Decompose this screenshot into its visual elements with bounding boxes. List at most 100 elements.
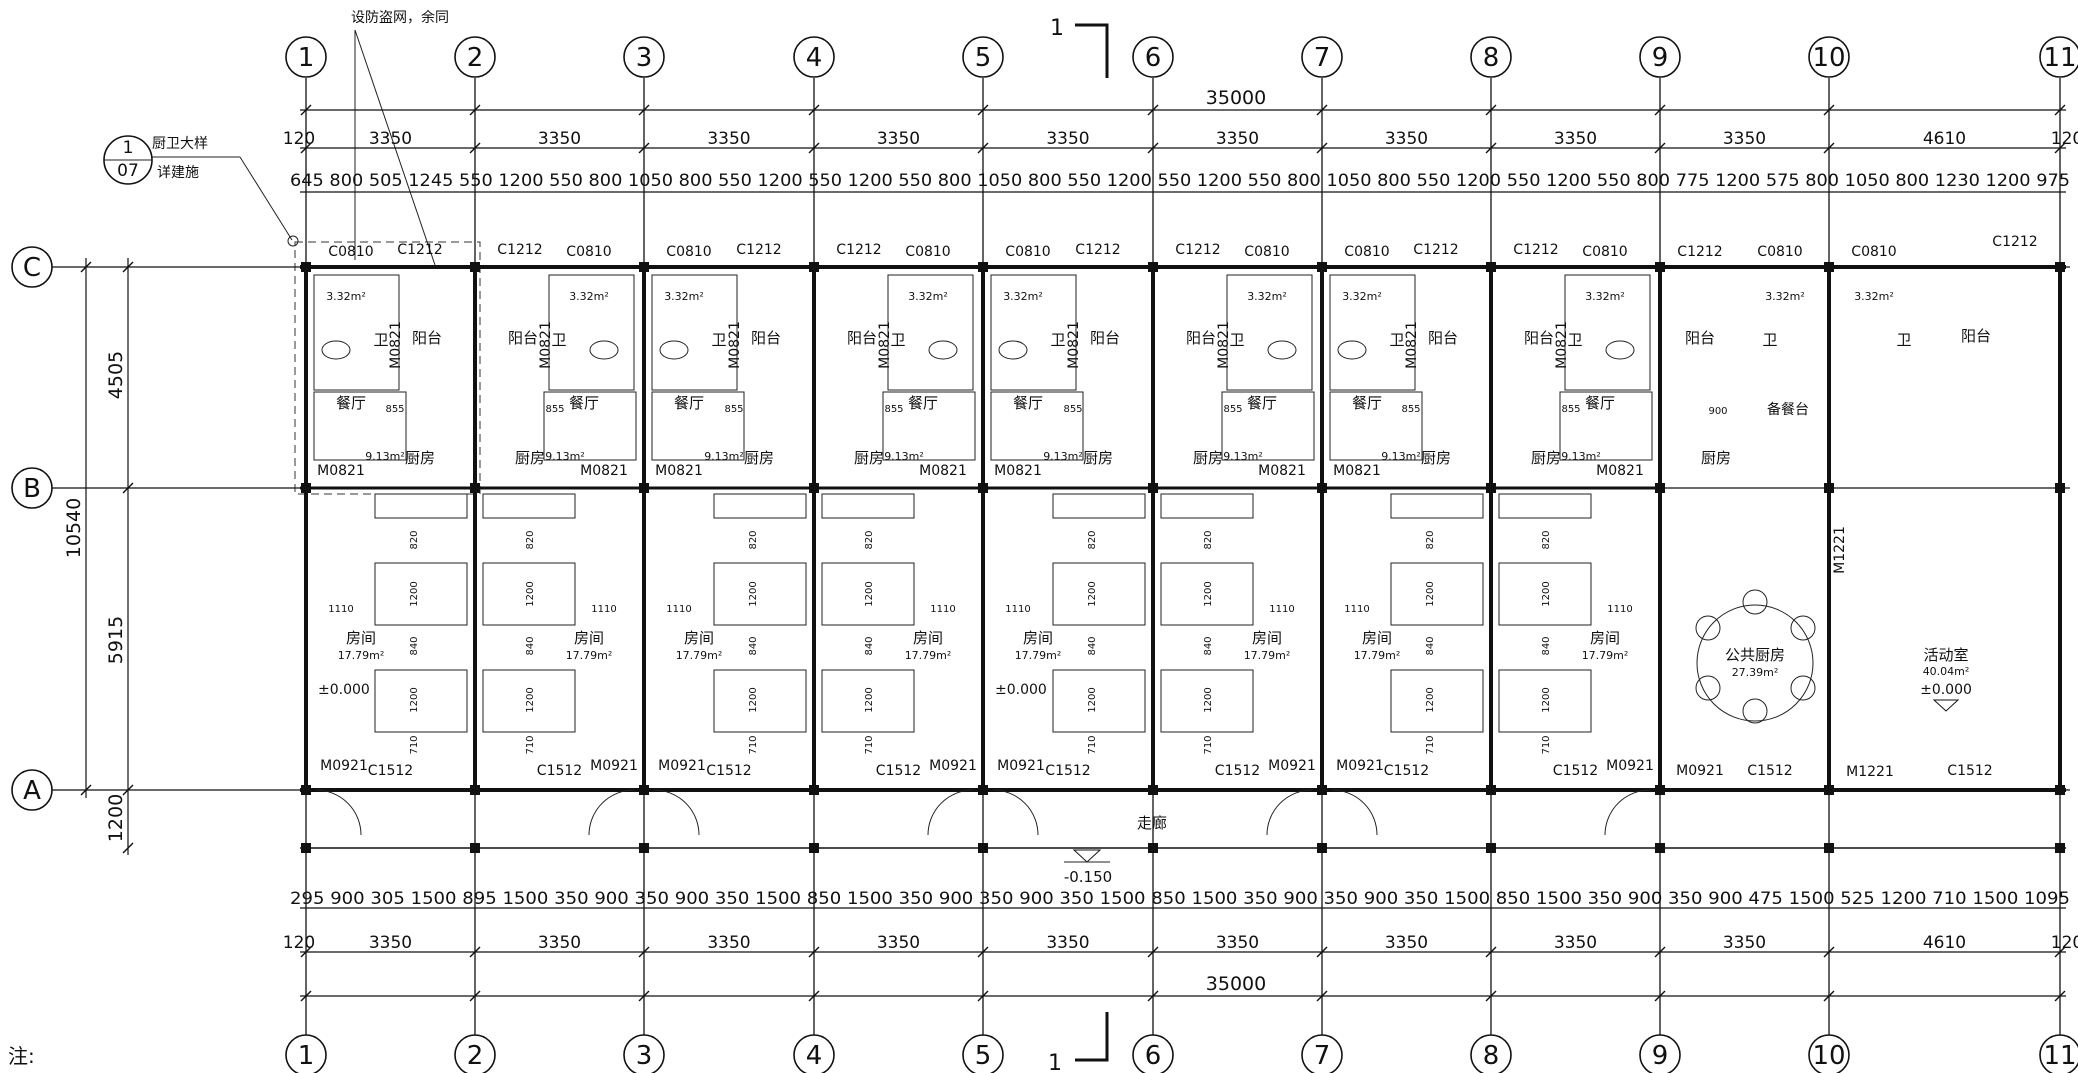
toilet-box-3 [887, 274, 974, 391]
dim-1200b-1: 1200 [525, 687, 536, 712]
dim-tick-total-b-5 [1147, 990, 1159, 1002]
activity-balcony-label: 阳台 [1961, 327, 1991, 345]
door-m0921-5: M0921 [1268, 758, 1316, 774]
bed-2-6 [1390, 669, 1484, 733]
dining-box-3 [882, 391, 976, 461]
dim-tick-total-b-3 [808, 990, 820, 1002]
door-arc-0 [315, 789, 362, 836]
dim-840-6: 840 [1425, 636, 1436, 655]
toilet-area-7: 3.32m² [1585, 290, 1625, 303]
kitchen-label-3: 厨房 [854, 449, 884, 467]
balcony-label-4: 阳台 [1090, 329, 1120, 347]
dim-bay-top-4: 3350 [877, 129, 920, 149]
kitchen-label-7: 厨房 [1531, 449, 1561, 467]
dim-tick-bay-7 [1485, 142, 1497, 154]
column-4-0 [978, 262, 988, 272]
toilet-box-6 [1329, 274, 1416, 391]
dim-855-6: 855 [1401, 404, 1420, 415]
section-mark-top: 1 [1050, 16, 1109, 78]
dim-tick-total-b-10 [2054, 990, 2066, 1002]
toilet-area-8: 3.32m² [1765, 290, 1805, 303]
toilet-area-4: 3.32m² [1003, 290, 1043, 303]
axis-label-bottom-10: 10 [1812, 1041, 1845, 1071]
toilet-area-3: 3.32m² [908, 290, 948, 303]
room-label-4: 房间 [1023, 629, 1053, 647]
public-kitchen-sink-label: 厨房 [1701, 449, 1731, 467]
column-10-3 [2055, 843, 2065, 853]
axis-circle-top-5 [962, 36, 1004, 78]
dim-tick-bay-9 [1823, 142, 1835, 154]
window-c0810-5: C0810 [1244, 244, 1289, 260]
toilet-area-0: 3.32m² [326, 290, 366, 303]
toilet-area-6: 3.32m² [1342, 290, 1382, 303]
door-m0921-2: M0921 [658, 758, 706, 774]
dim-855-2: 855 [724, 404, 743, 415]
dim-710-6: 710 [1425, 735, 1436, 754]
room-area-4: 17.79m² [1015, 649, 1062, 662]
toilet-area-1: 3.32m² [569, 290, 609, 303]
window-c1212-7: C1212 [1513, 242, 1558, 258]
axis-label-top-6: 6 [1145, 43, 1162, 73]
dim-bay-top-6: 3350 [1216, 129, 1259, 149]
dim-tick-bay-6 [1316, 142, 1328, 154]
balcony-label-7: 阳台 [1524, 329, 1554, 347]
dining-label-0: 餐厅 [336, 394, 366, 412]
window-c0810-2: C0810 [666, 244, 711, 260]
room-label-1: 房间 [574, 629, 604, 647]
dim-bay-top-5: 3350 [1046, 129, 1089, 149]
column-9-3 [1824, 843, 1834, 853]
door-m0921-0: M0921 [320, 758, 368, 774]
window-c0810-6: C0810 [1344, 244, 1389, 260]
dim-tick-bay-b-2 [638, 946, 650, 958]
dim-1200a-2: 1200 [748, 581, 759, 606]
bed-1-4 [1052, 562, 1146, 626]
dim-tick-bay-b-7 [1485, 946, 1497, 958]
dim-tick-bay-b-6 [1316, 946, 1328, 958]
column-2-2 [639, 785, 649, 795]
axis-circle-bottom-3 [623, 1034, 665, 1073]
axis-circle-C [11, 246, 53, 288]
dining-label-5: 餐厅 [1247, 394, 1277, 412]
dim-1200a-4: 1200 [1087, 581, 1098, 606]
dim-tick-bay-b-10 [2054, 946, 2066, 958]
door-m0821-v-2: M0821 [727, 321, 743, 369]
window-c1212-2: C1212 [736, 242, 781, 258]
wardrobe-1 [482, 493, 576, 519]
axis-circle-top-6 [1132, 36, 1174, 78]
dim-tick-total-5 [1147, 104, 1159, 116]
column-6-3 [1317, 843, 1327, 853]
balcony-label-1: 阳台 [508, 329, 538, 347]
dim-820-0: 820 [409, 530, 420, 549]
column-8-0 [1655, 262, 1665, 272]
toilet-fixture-7 [1605, 340, 1635, 360]
toilet-label-1: 卫 [551, 331, 566, 349]
axis-label-top-11: 11 [2043, 43, 2076, 73]
axis-label-top-2: 2 [467, 43, 484, 73]
column-1-0 [470, 262, 480, 272]
dim-tick-total-b-2 [638, 990, 650, 1002]
dim-1110-2: 1110 [666, 604, 691, 615]
dim-tick-bay-2 [638, 142, 650, 154]
dim-tick-total-4 [977, 104, 989, 116]
dim-detail-bottom-text: 295 900 305 1500 895 1500 350 900 350 90… [290, 889, 2070, 909]
toilet-label-0: 卫 [373, 331, 388, 349]
axis-circle-top-4 [793, 36, 835, 78]
toilet-box-1 [548, 274, 635, 391]
axis-circle-top-1 [285, 36, 327, 78]
dim-bay-bottom-7: 3350 [1385, 933, 1428, 953]
balcony-label-0: 阳台 [412, 329, 442, 347]
dim-1200b-7: 1200 [1541, 687, 1552, 712]
wardrobe-2 [713, 493, 807, 519]
dim-855-0: 855 [385, 404, 404, 415]
column-8-2 [1655, 785, 1665, 795]
dim-840-5: 840 [1203, 636, 1214, 655]
dim-bay-top-3: 3350 [707, 129, 750, 149]
dim-855-7: 855 [1561, 404, 1580, 415]
axis-circle-top-11 [2039, 36, 2078, 78]
kitchen-area-7: 9.13m² [1561, 450, 1601, 463]
window-c1212-3: C1212 [836, 242, 881, 258]
column-1-2 [470, 785, 480, 795]
window-c1212-9: C1212 [1992, 234, 2037, 250]
column-4-1 [978, 483, 988, 493]
